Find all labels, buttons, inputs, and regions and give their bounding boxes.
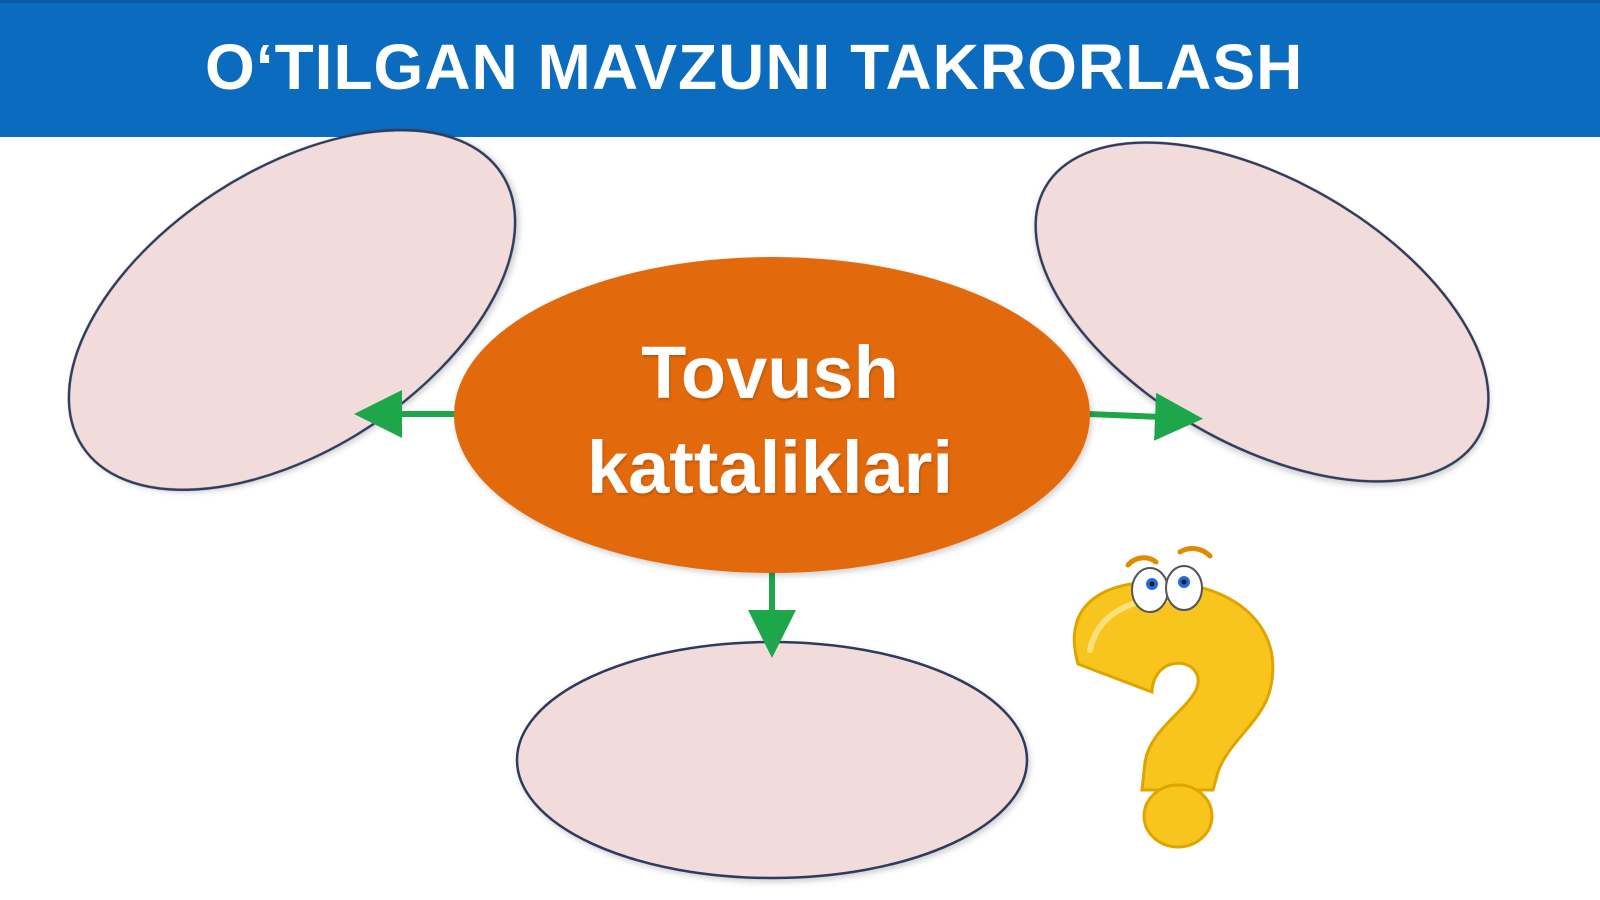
question-mark-character-icon — [1072, 546, 1275, 849]
center-node — [454, 257, 1090, 573]
page-title: O‘TILGAN MAVZUNI TAKRORLASH — [205, 31, 1304, 103]
arrow-right — [1087, 392, 1203, 441]
bottom-node — [515, 640, 1029, 880]
center-label-line1: Tovush — [641, 331, 899, 414]
title-bar: O‘TILGAN MAVZUNI TAKRORLASH — [0, 0, 1600, 137]
center-node-label: Tovush kattaliklari — [455, 325, 1085, 515]
center-label-line2: kattaliklari — [586, 426, 954, 509]
